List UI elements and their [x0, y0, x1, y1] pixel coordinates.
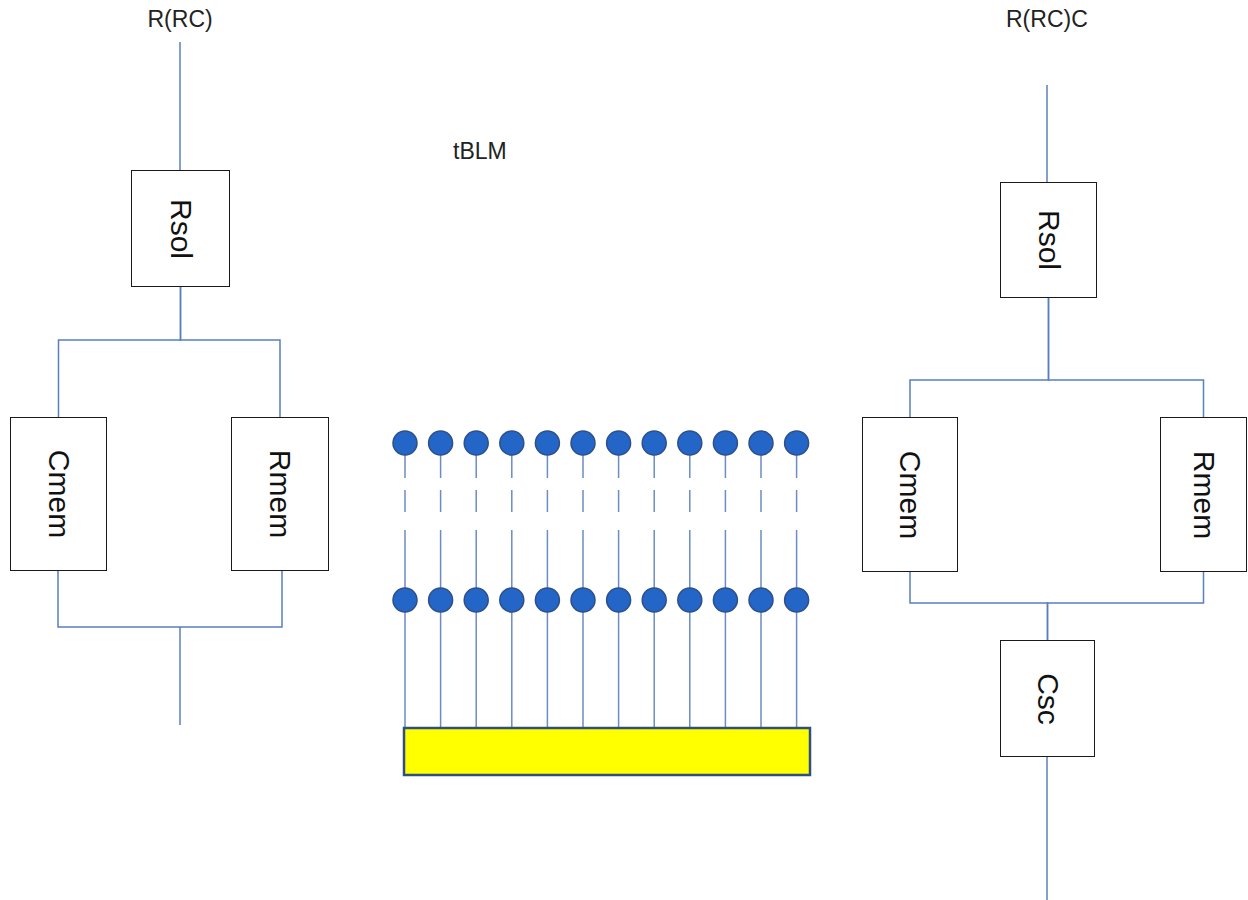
circuit-title: tBLM	[453, 140, 507, 163]
circuit-wire	[1048, 572, 1204, 640]
circuit-wire	[59, 287, 181, 417]
circuit-element-box: Cmem	[862, 417, 958, 572]
lipid-bilayer	[393, 431, 809, 728]
circuit-title: R(RC)	[148, 8, 213, 31]
component-symbol-label: Cmem	[895, 450, 925, 538]
circuit-element-box: Rsol	[131, 170, 230, 287]
component-symbol-label: Rsol	[166, 198, 196, 258]
circuit-element-box: Cmem	[10, 417, 107, 571]
circuit-wire	[1049, 298, 1204, 417]
component-symbol-label: Cmem	[44, 450, 74, 538]
circuit-element-box: Rmem	[231, 417, 329, 571]
circuit-wire	[910, 298, 1049, 417]
circuit-element-box: Csc	[1000, 640, 1095, 757]
circuit-wires	[58, 42, 1047, 900]
circuit-wire	[181, 287, 281, 417]
component-symbol-label: Csc	[1033, 673, 1063, 725]
component-symbol-label: Rmem	[265, 450, 295, 538]
component-symbol-label: Rmem	[1189, 450, 1219, 538]
component-symbol-label: Rsol	[1034, 210, 1064, 270]
circuit-element-box: Rmem	[1160, 417, 1247, 572]
circuit-title: R(RC)C	[1006, 8, 1088, 31]
gold-substrate	[404, 728, 810, 775]
circuit-element-box: Rsol	[1000, 182, 1097, 298]
circuit-wire	[910, 572, 1048, 640]
